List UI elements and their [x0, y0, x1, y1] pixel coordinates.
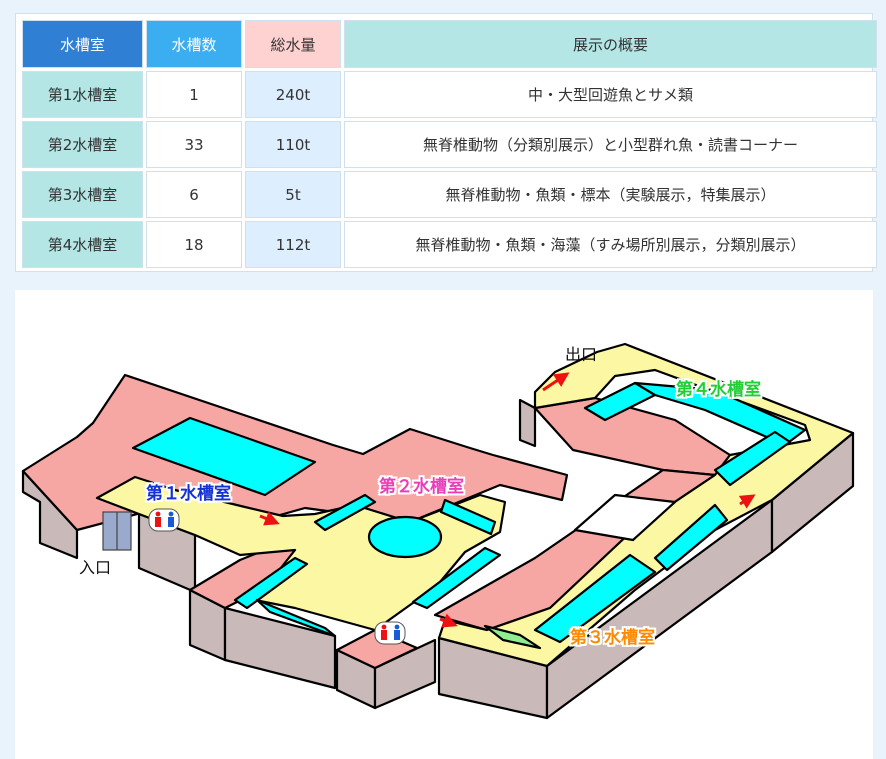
aquarium-room-table: 水槽室 水槽数 総水量 展示の概要 第1水槽室 1 240t 中・大型回遊魚とサ…: [19, 17, 880, 271]
aquarium-room-table-card: 水槽室 水槽数 総水量 展示の概要 第1水槽室 1 240t 中・大型回遊魚とサ…: [15, 13, 877, 272]
room2-tank-row: [411, 546, 502, 610]
room3-green-strip: [483, 624, 542, 650]
header-tank-count: 水槽数: [146, 20, 242, 68]
cell-description: 無脊椎動物（分類別展示）と小型群れ魚・読書コーナー: [344, 121, 877, 168]
room2-label: 第２水槽室: [379, 477, 464, 497]
header-description: 展示の概要: [344, 20, 877, 68]
room2-tank-row: [439, 498, 497, 536]
cell-description: 無脊椎動物・魚類・海藻（すみ場所別展示，分類別展示）: [344, 221, 877, 268]
cell-total-volume: 5t: [245, 171, 341, 218]
cell-tank-count: 1: [146, 71, 242, 118]
table-row: 第2水槽室 33 110t 無脊椎動物（分類別展示）と小型群れ魚・読書コーナー: [22, 121, 877, 168]
cell-room: 第2水槽室: [22, 121, 143, 168]
building-side-wall: [223, 606, 337, 690]
cell-total-volume: 240t: [245, 71, 341, 118]
cell-tank-count: 18: [146, 221, 242, 268]
courtyard: [573, 493, 677, 542]
restroom-icon: [374, 621, 406, 645]
room4-label: 第４水槽室: [676, 380, 761, 400]
table-row: 第3水槽室 6 5t 無脊椎動物・魚類・標本（実験展示，特集展示）: [22, 171, 877, 218]
room2-tank-row: [313, 493, 377, 532]
cell-tank-count: 6: [146, 171, 242, 218]
floor-map: [21, 342, 855, 720]
header-room: 水槽室: [22, 20, 143, 68]
room3-tank-row: [533, 553, 657, 644]
table-row: 第1水槽室 1 240t 中・大型回遊魚とサメ類: [22, 71, 877, 118]
table-row: 第4水槽室 18 112t 無脊椎動物・魚類・海藻（すみ場所別展示，分類別展示）: [22, 221, 877, 268]
floor-map-card: 第１水槽室 第２水槽室 第３水槽室 第４水槽室 出口 入口: [15, 290, 873, 759]
room1-label: 第１水槽室: [146, 484, 231, 504]
direction-arrow-icon: [259, 372, 756, 628]
cell-description: 中・大型回遊魚とサメ類: [344, 71, 877, 118]
cell-room: 第3水槽室: [22, 171, 143, 218]
cell-room: 第1水槽室: [22, 71, 143, 118]
room2-tank-row: [233, 556, 309, 610]
room4-tank-row: [713, 430, 792, 487]
cell-room: 第4水槽室: [22, 221, 143, 268]
room2-round-tank: [367, 515, 443, 559]
cell-total-volume: 112t: [245, 221, 341, 268]
header-total-volume: 総水量: [245, 20, 341, 68]
restroom-icon: [148, 508, 180, 532]
entrance-door-icon: [102, 511, 132, 551]
cell-total-volume: 110t: [245, 121, 341, 168]
exit-label: 出口: [565, 345, 598, 364]
building-side-wall: [518, 398, 537, 448]
entrance-label: 入口: [79, 558, 112, 577]
table-header-row: 水槽室 水槽数 総水量 展示の概要: [22, 20, 877, 68]
cell-description: 無脊椎動物・魚類・標本（実験展示，特集展示）: [344, 171, 877, 218]
room3-tank-row: [653, 503, 729, 572]
room2-tank-row: [255, 598, 337, 638]
room1-large-tank: [131, 416, 317, 497]
cell-tank-count: 33: [146, 121, 242, 168]
room3-label: 第３水槽室: [570, 628, 655, 648]
